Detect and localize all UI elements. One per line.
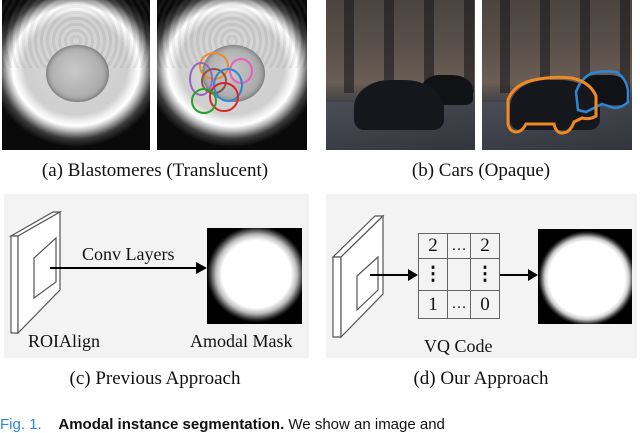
panel-b-caption: (b) Cars (Opaque): [411, 160, 551, 181]
feature-map-icon: [8, 210, 63, 335]
annotation-ring-green: [191, 88, 217, 114]
arrowhead: [408, 269, 418, 281]
conv-layers-label: Conv Layers: [82, 244, 175, 264]
vq-code-label: VQ Code: [424, 336, 493, 356]
front-car-amodal-contour: [506, 75, 598, 135]
arrowhead: [528, 269, 538, 281]
panel-c-caption: (c) Previous Approach: [69, 368, 241, 389]
panel-c-diagram: [8, 210, 207, 335]
front-car: [354, 80, 444, 130]
amodal-mask-label: Amodal Mask: [190, 331, 293, 351]
roialign-label: ROIAlign: [28, 331, 100, 351]
panel-d-diagram: [331, 214, 538, 339]
panel-d-caption: (d) Our Approach: [413, 368, 549, 389]
amodal-mask-coarse-image: [207, 228, 302, 324]
blastomere-cells: [46, 45, 109, 102]
vq-cell: 2: [418, 233, 448, 259]
vq-cell: …: [446, 290, 472, 319]
vq-cell: ⋮: [470, 258, 500, 291]
amodal-contours: [506, 70, 630, 135]
arrowhead: [196, 262, 207, 274]
vq-cell: ⋮: [418, 258, 448, 291]
amodal-mask-smooth-image: [538, 229, 632, 324]
vq-cell: …: [446, 233, 472, 259]
rear-car-amodal-contour: [574, 70, 630, 114]
vq-code-grid: 2 … 2 ⋮ ⋮ 1 … 0: [418, 233, 500, 319]
vq-cell: [446, 258, 472, 291]
front-car: [510, 80, 600, 130]
panel-a-caption: (a) Blastomeres (Translucent): [41, 160, 269, 181]
vq-cell: 0: [470, 290, 500, 319]
feature-map-icon: [331, 214, 385, 339]
street-cars-image: [326, 0, 475, 150]
vq-cell: 2: [470, 233, 500, 259]
blastomere-image: [2, 0, 150, 150]
blastomere-annotated-image: [157, 0, 307, 150]
street-cars-annotated-image: [482, 0, 632, 150]
vq-cell: 1: [418, 290, 448, 319]
